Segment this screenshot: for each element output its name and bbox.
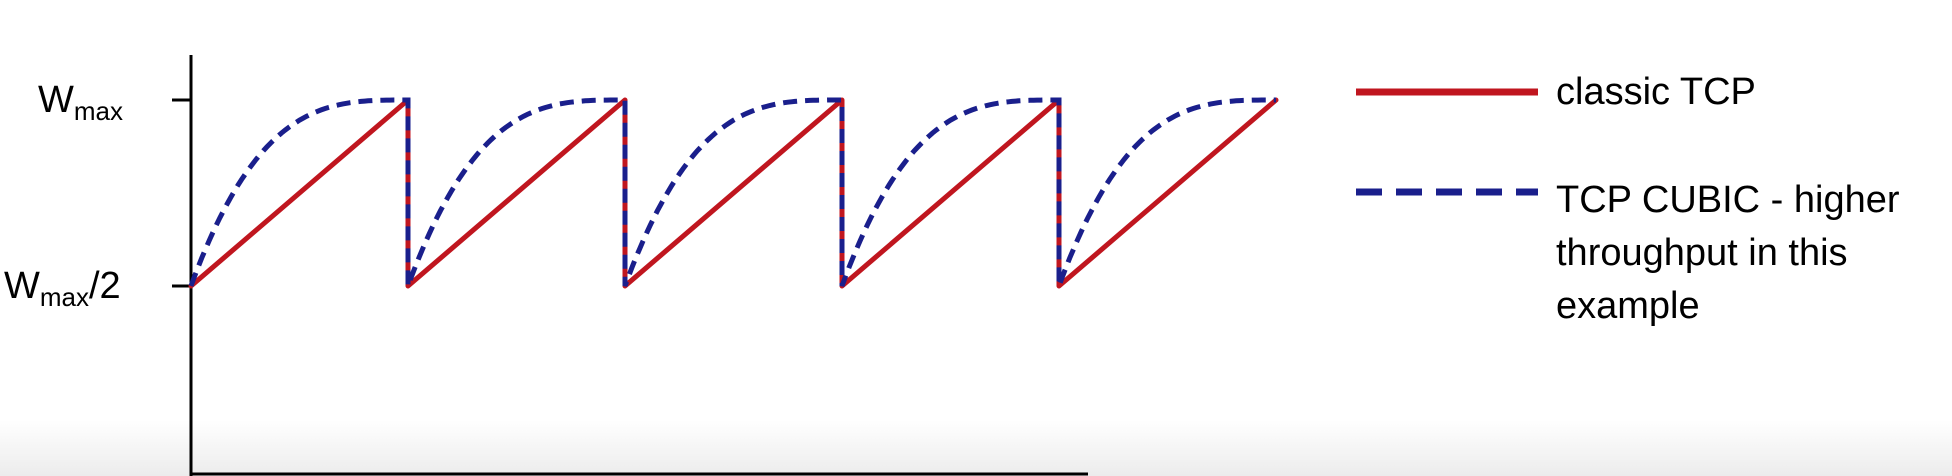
ytick-half-rest: /2: [89, 265, 121, 307]
series-classic-tcp: [188, 97, 1279, 289]
ytick-half-sub: max: [40, 282, 89, 312]
legend-label-classic-tcp: classic TCP: [1556, 71, 1756, 113]
ytick-label-wmax: Wmax: [38, 79, 123, 126]
ytick-wmax-sub: max: [74, 96, 123, 126]
legend: classic TCP TCP CUBIC - higher throughpu…: [1356, 71, 1910, 327]
classic-tcp-rise-2: [405, 97, 628, 289]
ytick-wmax-base: W: [38, 79, 74, 121]
legend-cubic-line-2: throughput in this: [1556, 232, 1848, 274]
legend-label-tcp-cubic: TCP CUBIC - higher throughput in this ex…: [1556, 179, 1910, 327]
classic-tcp-rise-3: [622, 97, 845, 289]
ytick-half-base: W: [4, 265, 40, 307]
classic-tcp-rise-1: [188, 97, 411, 289]
bottom-shade: [0, 420, 1952, 476]
classic-tcp-rise-5: [1056, 97, 1279, 289]
classic-tcp-rise-4: [839, 97, 1062, 289]
series-tcp-cubic: [188, 97, 1276, 287]
tcp-cubic-curve: [188, 97, 1276, 287]
legend-cubic-line-3: example: [1556, 285, 1700, 327]
ytick-label-wmax-half: Wmax/2: [4, 265, 121, 312]
legend-cubic-line-1: TCP CUBIC - higher: [1556, 179, 1900, 221]
